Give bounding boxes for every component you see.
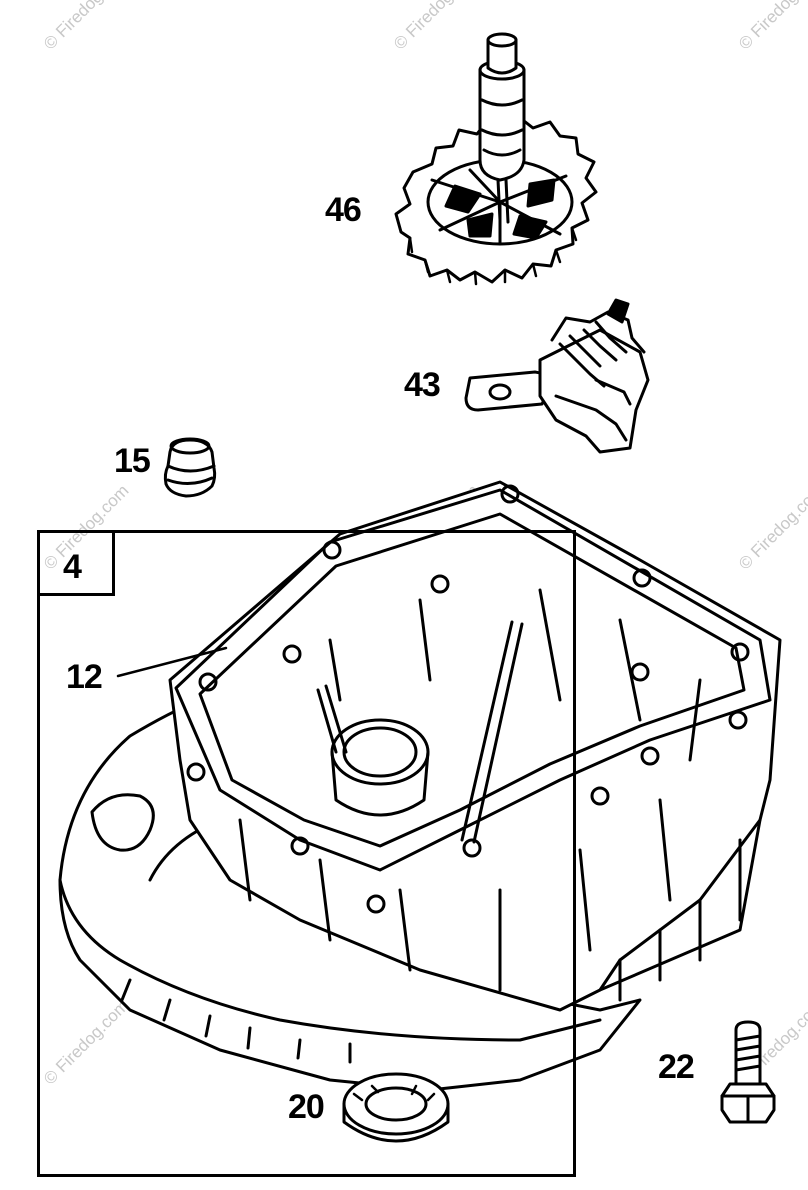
cam-gear-part (394, 32, 598, 286)
callout-4: 4 (63, 548, 82, 586)
governor-bracket-part (464, 298, 650, 454)
callout-12: 12 (66, 658, 103, 696)
crankcase-sump-part (58, 480, 782, 1092)
callout-15: 15 (114, 442, 151, 480)
callout-20: 20 (288, 1088, 325, 1126)
kit-label-box (37, 530, 115, 596)
callout-22: 22 (658, 1048, 695, 1086)
leader-line-12 (116, 646, 228, 678)
bolt-part (720, 1020, 776, 1124)
callout-46: 46 (325, 191, 362, 229)
callout-43: 43 (404, 366, 441, 404)
plug-part (163, 437, 217, 498)
oil-seal-part (342, 1072, 450, 1143)
kit-frame (37, 530, 576, 1177)
